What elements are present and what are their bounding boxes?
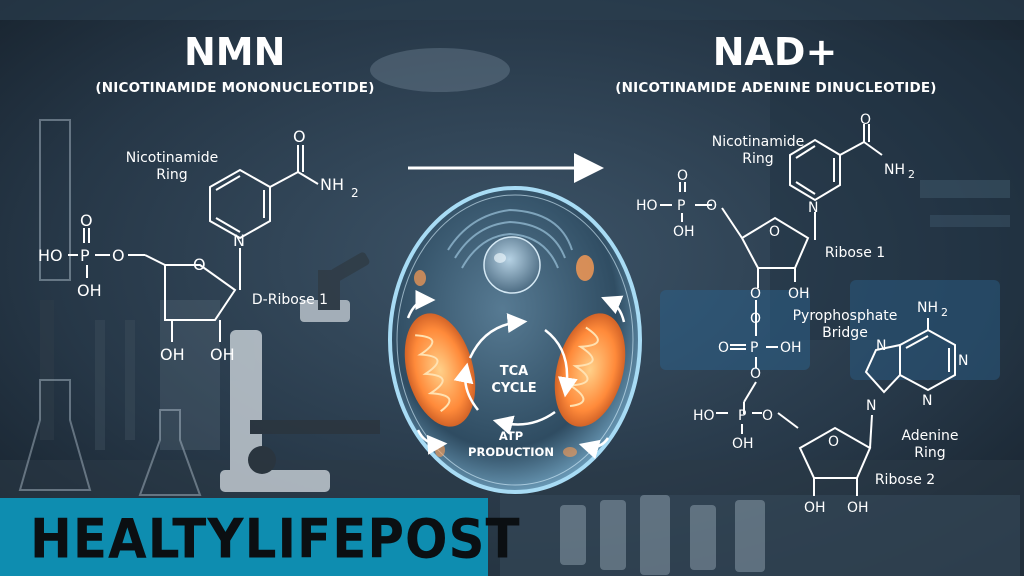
nad-adenine-n7: N (876, 338, 886, 354)
nad-adenine-n3: N (922, 393, 932, 409)
pipettes (40, 300, 220, 450)
nad-p1-o: O (677, 168, 688, 184)
nmn-p: P (80, 246, 90, 265)
glassware (18, 119, 202, 496)
nmn-amide-sub: 2 (351, 186, 359, 200)
nad-bridge-o1: O (750, 286, 761, 302)
tca-label-1: TCA (500, 364, 528, 379)
nmn-atom-labels: N O NH 2 O O P O HO OH OH OH (38, 127, 359, 364)
nad-bridge-p-oh: OH (780, 340, 802, 356)
microscope (220, 252, 380, 492)
nad-ribose2-o: O (828, 434, 839, 450)
nad-adenine-n9: N (866, 398, 876, 414)
brand-name: HEALTYLIFEPOST (30, 508, 521, 571)
nad-subtitle: (NICOTINAMIDE ADENINE DINUCLEOTIDE) (615, 80, 937, 96)
nad-adenine-n1: N (958, 353, 968, 369)
nad-p1-ho: HO (636, 198, 658, 214)
nad-bridge-p: P (750, 340, 758, 356)
nad-p2-link-o: O (762, 408, 773, 424)
nad-bridge-label-2: Bridge (822, 325, 868, 341)
nad-title: NAD+ (712, 30, 838, 74)
tca-cycle-arrows (406, 290, 626, 460)
nmn-subtitle: (NICOTINAMIDE MONONUCLEOTIDE) (95, 80, 375, 96)
nmn-link-o: O (112, 246, 125, 265)
nmn-p-oh: OH (77, 281, 102, 300)
nmn-structure (68, 145, 319, 342)
nmn-ring-label-1: Nicotinamide (126, 150, 218, 166)
nad-p1: P (677, 198, 685, 214)
nad-amide-sub: 2 (908, 168, 915, 181)
nmn-amide-o: O (293, 127, 306, 146)
nmn-ring-o: O (193, 255, 206, 274)
nad-bridge-o2: O (750, 311, 761, 327)
nad-ribose2-label: Ribose 2 (875, 472, 935, 488)
atp-label-1: ATP (499, 429, 523, 443)
nad-ring-n: N (808, 200, 818, 216)
nad-adenine-nh: NH (917, 300, 938, 316)
nmn-ho: HO (38, 246, 63, 265)
nad-ring-label-1: Nicotinamide (712, 134, 804, 150)
nad-ribose1-o: O (769, 224, 780, 240)
nad-p1-oh: OH (673, 224, 695, 240)
nmn-annotations: Nicotinamide Ring D-Ribose 1 (126, 150, 328, 308)
nmn-ring-label-2: Ring (156, 167, 187, 183)
brand-banner: HEALTYLIFEPOST (0, 498, 520, 576)
nad-annotations: Nicotinamide Ring Ribose 1 Pyrophosphate… (712, 134, 959, 488)
nad-adenine-label-2: Ring (914, 445, 945, 461)
nad-bridge-p-o: O (718, 340, 729, 356)
nmn-title: NMN (184, 30, 286, 74)
mitochondrion-left (404, 313, 476, 427)
cell-illustration: TCA CYCLE ATP PRODUCTION (388, 186, 642, 494)
nmn-amide-nh: NH (320, 175, 344, 194)
nad-amide-o: O (860, 112, 871, 128)
nad-amide-nh: NH (884, 162, 905, 178)
tca-label-2: CYCLE (491, 381, 536, 396)
nmn-oh-1: OH (160, 345, 185, 364)
nucleus (483, 236, 541, 294)
nmn-p-o: O (80, 211, 93, 230)
nad-structure (660, 124, 956, 496)
nad-p2-oh: OH (732, 436, 754, 452)
mitochondrion-right (554, 313, 626, 427)
nmn-oh-2: OH (210, 345, 235, 364)
nad-adenine-label-1: Adenine (901, 428, 958, 444)
nad-p1-link-o: O (706, 198, 717, 214)
nad-ribose1-label: Ribose 1 (825, 245, 885, 261)
nad-bridge-o3: O (750, 366, 761, 382)
atp-label-2: PRODUCTION (468, 445, 554, 459)
nad-adenine-sub: 2 (941, 306, 948, 319)
nmn-ring-n: N (233, 231, 245, 250)
nad-ribose2-oh-1: OH (804, 500, 826, 516)
nad-ribose2-oh-2: OH (847, 500, 869, 516)
nad-atom-labels: N O NH 2 O O P O HO OH OH O O P O OH O P… (636, 112, 968, 516)
nad-ribose1-oh: OH (788, 286, 810, 302)
endoplasmic-reticulum (447, 208, 573, 269)
nad-ring-label-2: Ring (742, 151, 773, 167)
nad-p2: P (738, 408, 746, 424)
nad-bridge-label-1: Pyrophosphate (793, 308, 898, 324)
nad-p2-ho: HO (693, 408, 715, 424)
nmn-ribose-label: D-Ribose 1 (252, 292, 328, 308)
